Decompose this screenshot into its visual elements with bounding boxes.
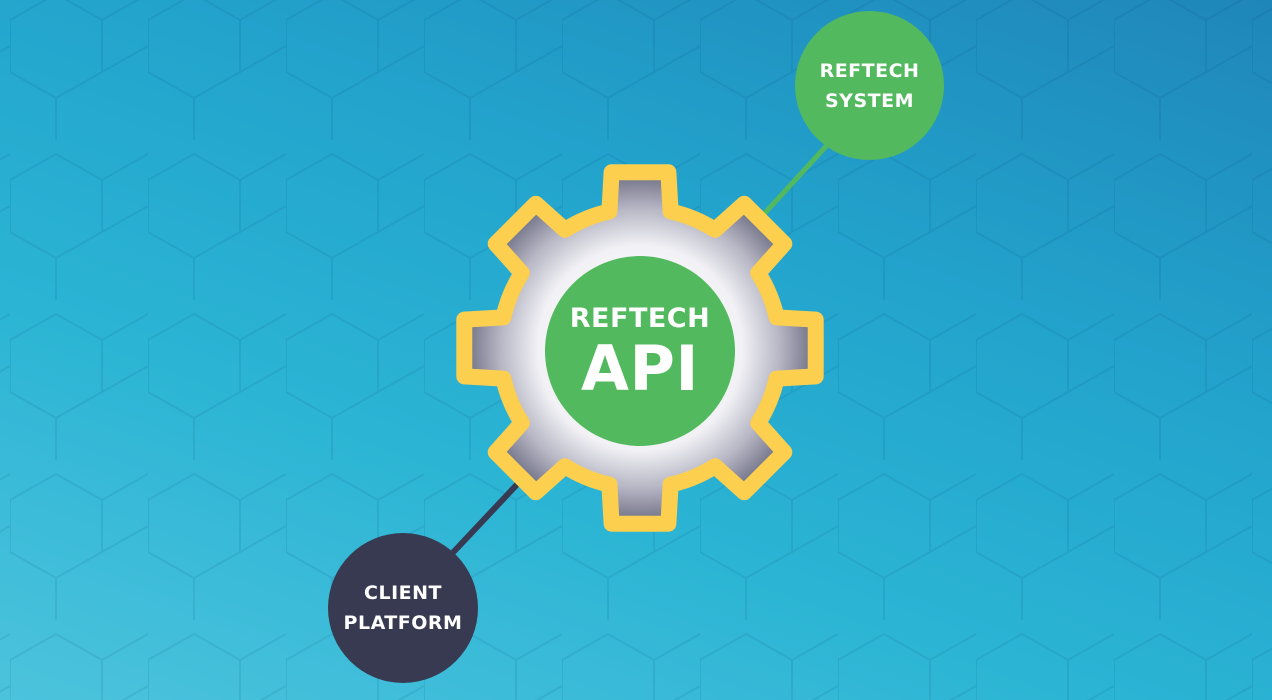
node-reftech-system: REFTECH SYSTEM [795,11,944,160]
api-title-line1: REFTECH [569,303,711,334]
node-client-line2: PLATFORM [343,612,463,634]
node-client-line1: CLIENT [364,582,442,604]
api-title-line2: API [581,332,699,405]
node-reftech-api: REFTECH API [545,256,735,446]
node-system-line1: REFTECH [819,59,920,82]
node-system-line2: SYSTEM [825,89,914,112]
node-client-platform: CLIENT PLATFORM [328,533,478,683]
